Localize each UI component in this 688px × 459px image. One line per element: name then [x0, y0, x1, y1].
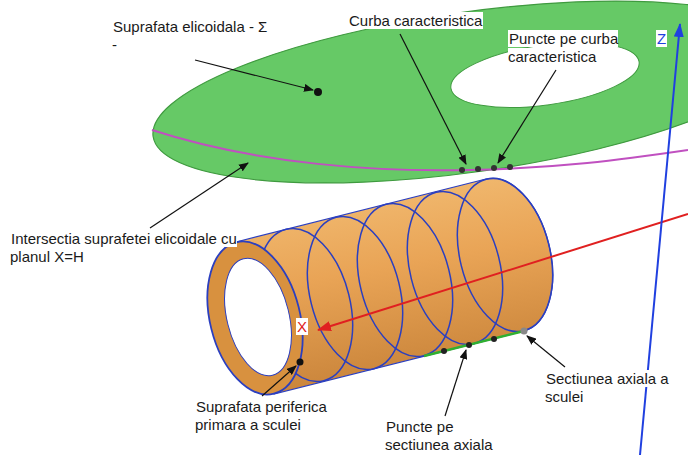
intersection-curve [152, 130, 688, 170]
section-points-label: Puncte pe sectiunea axiala [385, 418, 520, 454]
axis-label-text: Z [656, 30, 667, 47]
axial-section [424, 328, 528, 357]
surface-label-text: Suprafata elicoidala - Σ - [112, 18, 267, 53]
tool-cylinder [192, 168, 567, 404]
axis-label-text: X [296, 318, 308, 335]
intersection-label: Intersectia suprafetei elicoidale cu pla… [10, 230, 255, 266]
axis-label: X [296, 318, 316, 336]
leader-lines [150, 34, 565, 416]
axial-section-label: Sectiunea axiala a sculei [545, 370, 680, 406]
tool-surface-label-text: Suprafata periferica primara a sculei [195, 398, 327, 433]
surface-label: Suprafata elicoidala - Σ - [112, 18, 277, 54]
z-axis [640, 24, 680, 455]
curve-label: Curba caracteristica [348, 12, 518, 30]
axis-label: Z [656, 30, 676, 48]
characteristic-points [459, 164, 513, 173]
section-points-label-text: Puncte pe sectiunea axiala [385, 418, 494, 453]
curve-label-text: Curba caracteristica [348, 12, 483, 29]
tool-surface-label: Suprafata periferica primara a sculei [195, 398, 355, 434]
intersection-label-text: Intersectia suprafetei elicoidale cu pla… [10, 230, 237, 265]
x-axis [318, 214, 688, 330]
points-label: Puncte pe curba caracteristica [508, 30, 658, 66]
points-label-text: Puncte pe curba caracteristica [508, 30, 618, 65]
axial-section-label-text: Sectiunea axiala a sculei [545, 370, 669, 405]
